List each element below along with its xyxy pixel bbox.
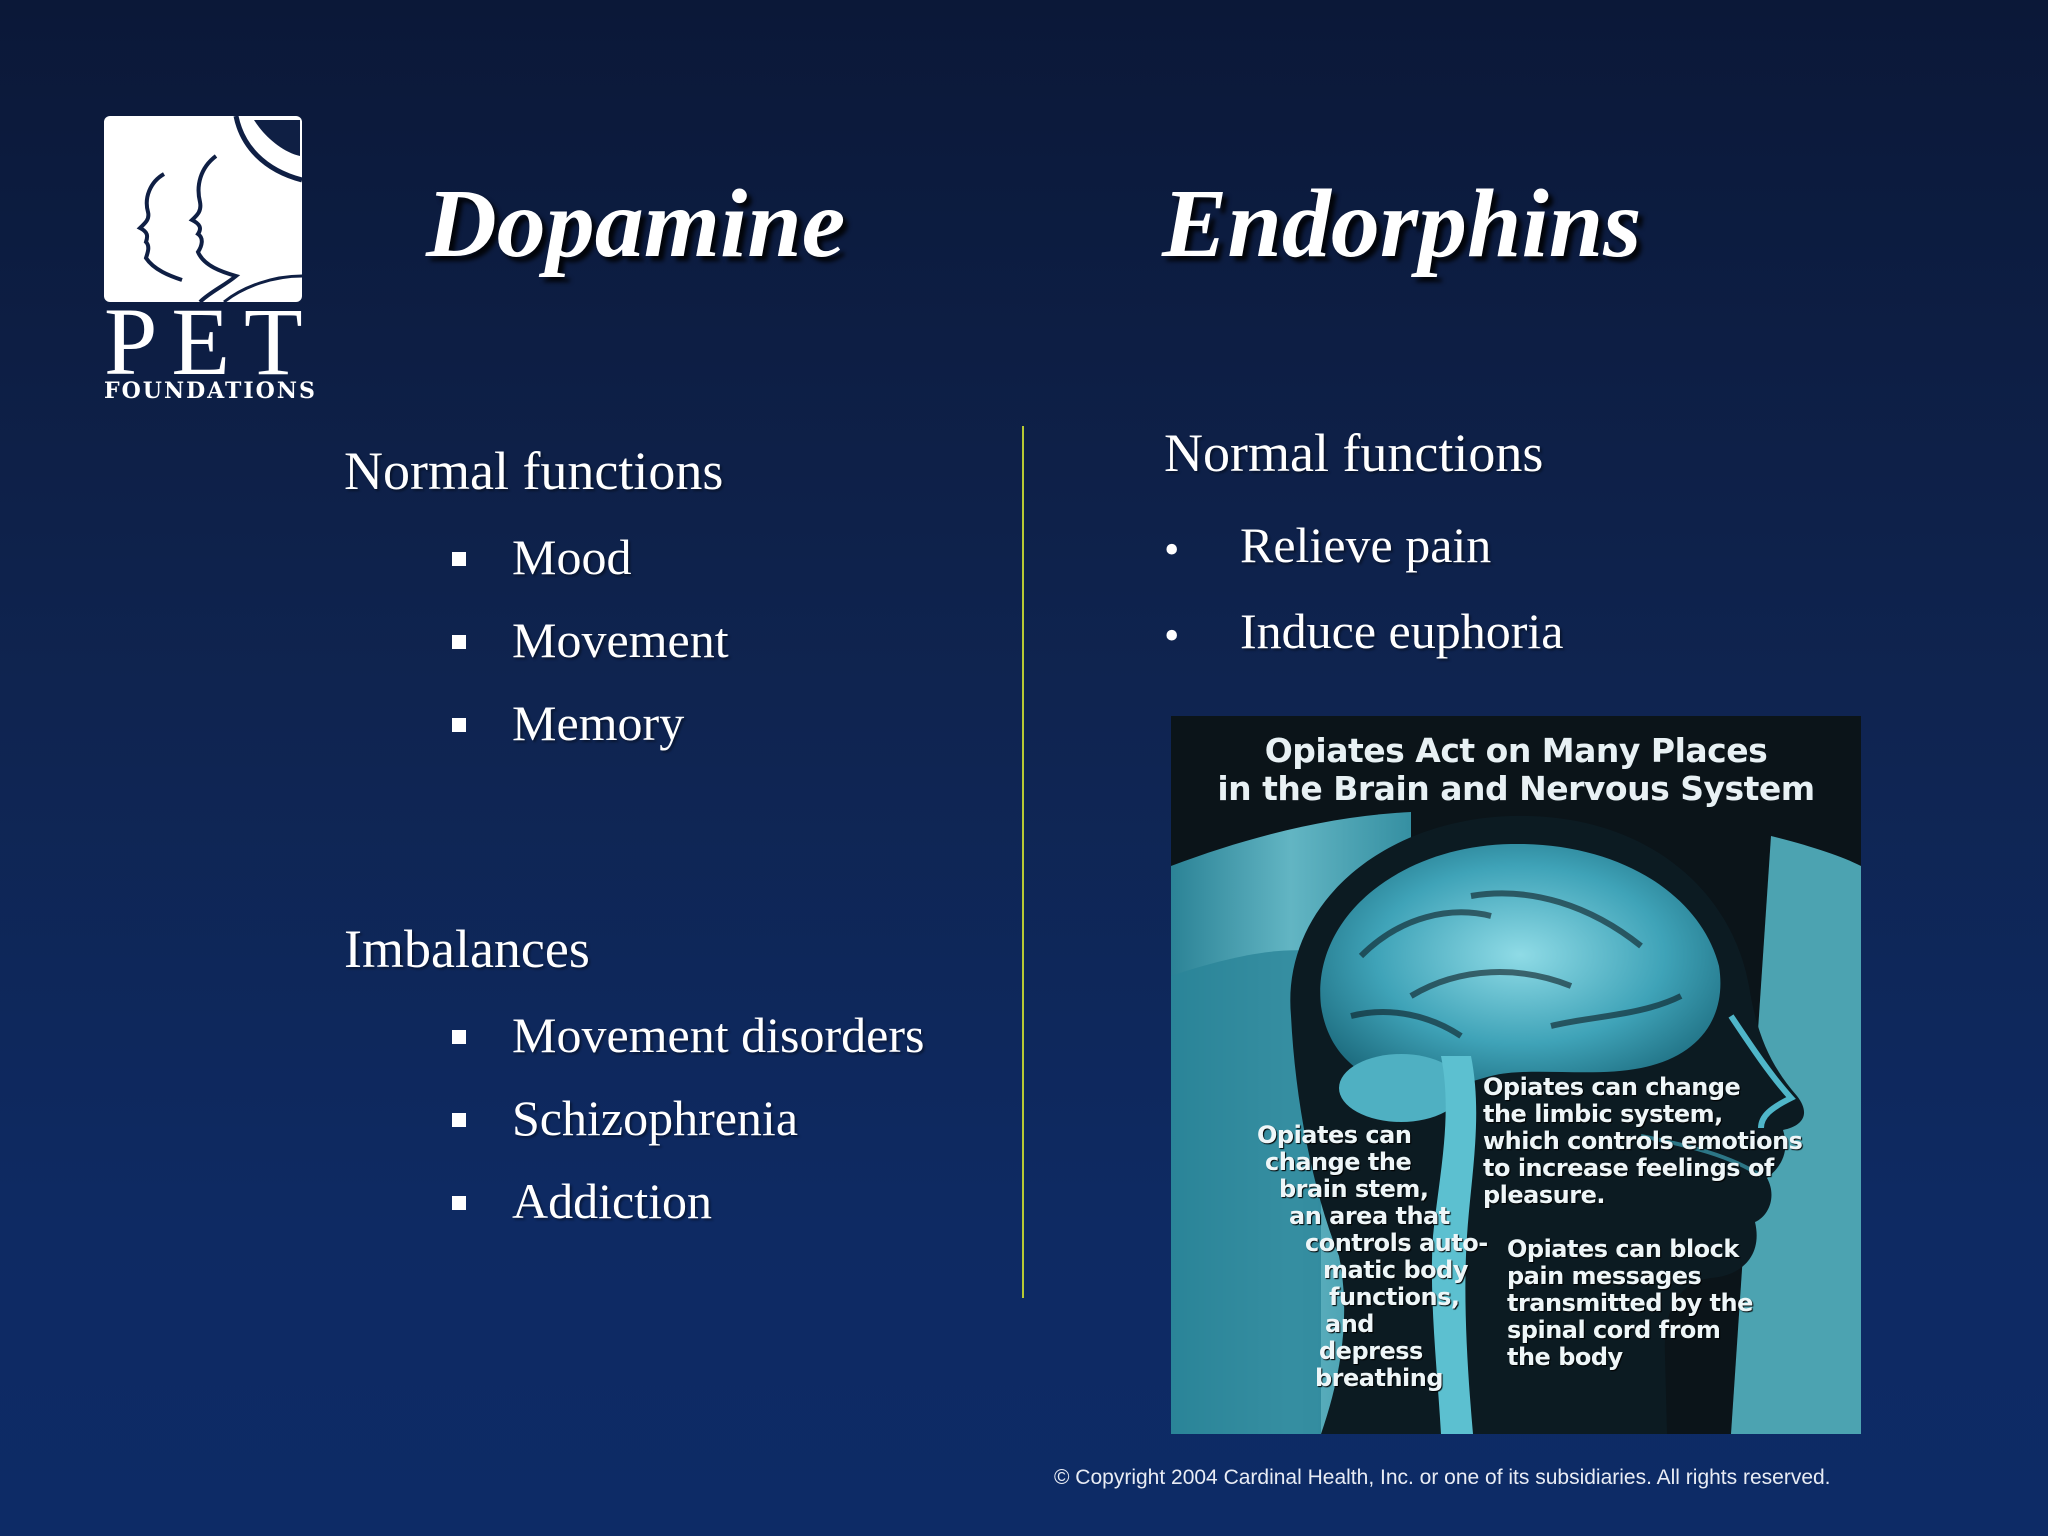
note-line: transmitted by the	[1507, 1289, 1753, 1317]
logo-wordmark: PET	[104, 288, 317, 395]
note-line: which controls emotions	[1483, 1127, 1803, 1155]
head-silhouette-illustration	[1171, 716, 1861, 1434]
note-line: an area that	[1289, 1202, 1450, 1230]
list-item: Mood	[512, 529, 632, 585]
note-line: Opiates can	[1257, 1121, 1412, 1149]
bullet-square-icon	[452, 552, 466, 566]
list-item: Schizophrenia	[512, 1090, 799, 1146]
note-line: functions,	[1329, 1283, 1460, 1311]
dopamine-heading: Dopamine	[426, 170, 846, 278]
two-faces-logo-icon	[104, 116, 302, 302]
note-line: pain messages	[1507, 1262, 1702, 1290]
list-item: Memory	[512, 695, 685, 751]
bullet-square-icon	[452, 635, 466, 649]
figure-title-line: Opiates Act on Many Places	[1264, 731, 1768, 770]
dopamine-normal-functions-title: Normal functions	[344, 441, 724, 501]
note-line: to increase feelings of	[1483, 1154, 1774, 1182]
note-line: the body	[1507, 1343, 1623, 1371]
endorphins-normal-functions-title: Normal functions	[1164, 423, 1544, 483]
list-item: Movement	[512, 612, 729, 668]
note-line: Opiates can change	[1483, 1073, 1741, 1101]
pain-note: Opiates can block pain messages transmit…	[1507, 1236, 1753, 1371]
list-item: Relieve pain	[1240, 517, 1492, 573]
note-line: breathing	[1315, 1364, 1444, 1392]
list-item: Addiction	[512, 1173, 712, 1229]
figure-title: Opiates Act on Many Places in the Brain …	[1171, 732, 1861, 808]
copyright-notice: © Copyright 2004 Cardinal Health, Inc. o…	[1054, 1466, 1831, 1489]
note-line: matic body	[1323, 1256, 1468, 1284]
bullet-square-icon	[452, 1113, 466, 1127]
dopamine-imbalances-title: Imbalances	[344, 919, 590, 979]
figure-title-line: in the Brain and Nervous System	[1217, 769, 1815, 808]
list-item: Movement disorders	[512, 1007, 925, 1063]
endorphins-heading: Endorphins	[1162, 170, 1642, 278]
note-line: pleasure.	[1483, 1181, 1605, 1209]
note-line: Opiates can block	[1507, 1235, 1739, 1263]
pet-foundations-logo: PET FOUNDATIONS	[104, 116, 317, 406]
logo-subtitle: FOUNDATIONS	[104, 378, 317, 404]
bullet-square-icon	[452, 1030, 466, 1044]
note-line: depress	[1319, 1337, 1423, 1365]
bullet-dot-icon: •	[1164, 525, 1180, 574]
note-line: controls auto-	[1305, 1229, 1488, 1257]
opiates-brain-figure: Opiates Act on Many Places in the Brain …	[1171, 716, 1861, 1434]
bullet-dot-icon: •	[1164, 611, 1180, 660]
note-line: and	[1325, 1310, 1374, 1338]
note-line: brain stem,	[1279, 1175, 1429, 1203]
bullet-square-icon	[452, 1196, 466, 1210]
column-divider	[1022, 426, 1024, 1298]
bullet-square-icon	[452, 718, 466, 732]
limbic-note: Opiates can change the limbic system, wh…	[1483, 1073, 1803, 1209]
note-line: the limbic system,	[1483, 1100, 1723, 1128]
list-item: Induce euphoria	[1240, 603, 1564, 659]
note-line: spinal cord from	[1507, 1316, 1721, 1344]
note-line: change the	[1265, 1148, 1412, 1176]
brainstem-note: Opiates can change the brain stem, an ar…	[1257, 1122, 1488, 1392]
